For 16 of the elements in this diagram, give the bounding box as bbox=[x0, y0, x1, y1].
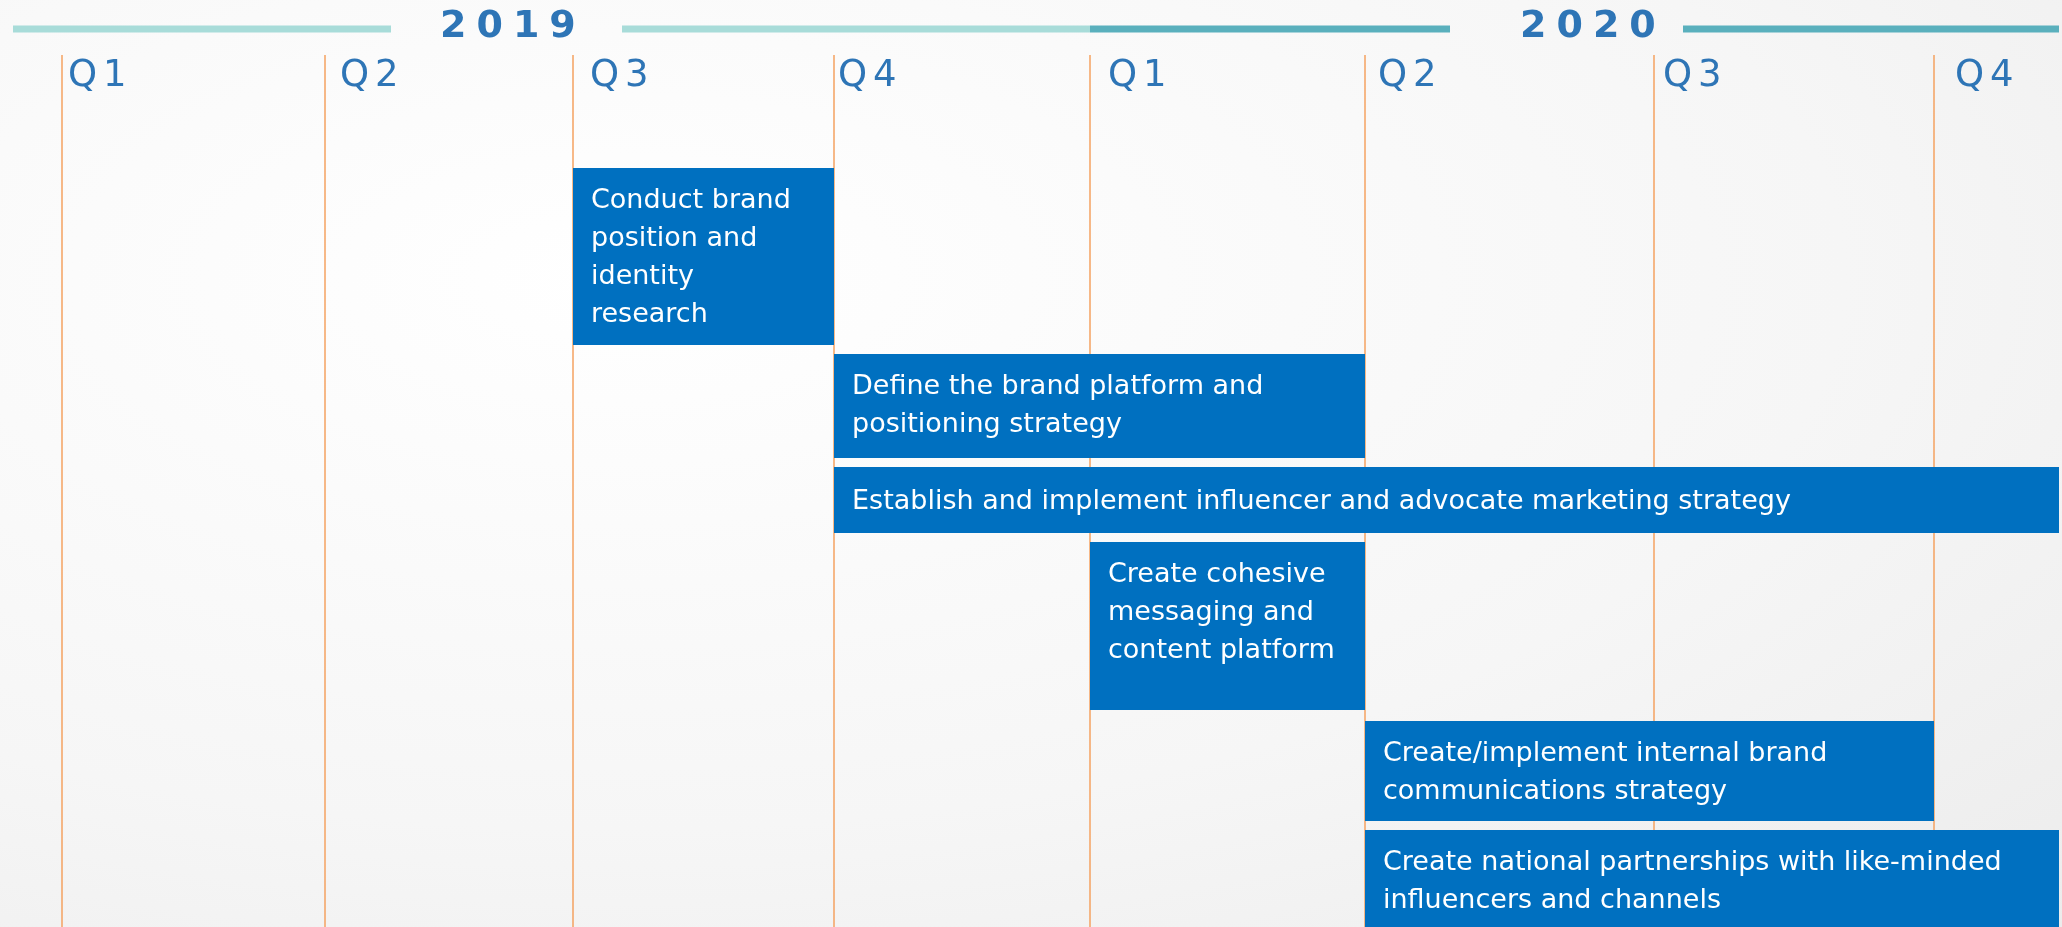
quarter-label: Q2 bbox=[340, 52, 405, 95]
task-bar: Conduct brand position and identity research bbox=[573, 168, 834, 345]
quarter-label: Q1 bbox=[1108, 52, 1173, 95]
quarter-label: Q3 bbox=[1663, 52, 1728, 95]
task-bar: Create national partnerships with like-minded influencers and channels bbox=[1365, 830, 2059, 927]
quarter-label: Q3 bbox=[590, 52, 655, 95]
quarter-label: Q4 bbox=[1955, 52, 2020, 95]
task-bar: Create cohesive messaging and content platform bbox=[1090, 542, 1365, 710]
quarter-label: Q2 bbox=[1378, 52, 1443, 95]
quarter-label: Q4 bbox=[838, 52, 903, 95]
task-bar: Establish and implement influencer and advocate marketing strategy bbox=[834, 467, 2059, 533]
task-bar: Create/implement internal brand communications strategy bbox=[1365, 721, 1934, 821]
quarter-label: Q1 bbox=[68, 52, 133, 95]
task-bar: Define the brand platform and positioning strategy bbox=[834, 354, 1365, 458]
year-label: 2019 bbox=[440, 2, 586, 46]
year-label: 2020 bbox=[1520, 2, 1666, 46]
